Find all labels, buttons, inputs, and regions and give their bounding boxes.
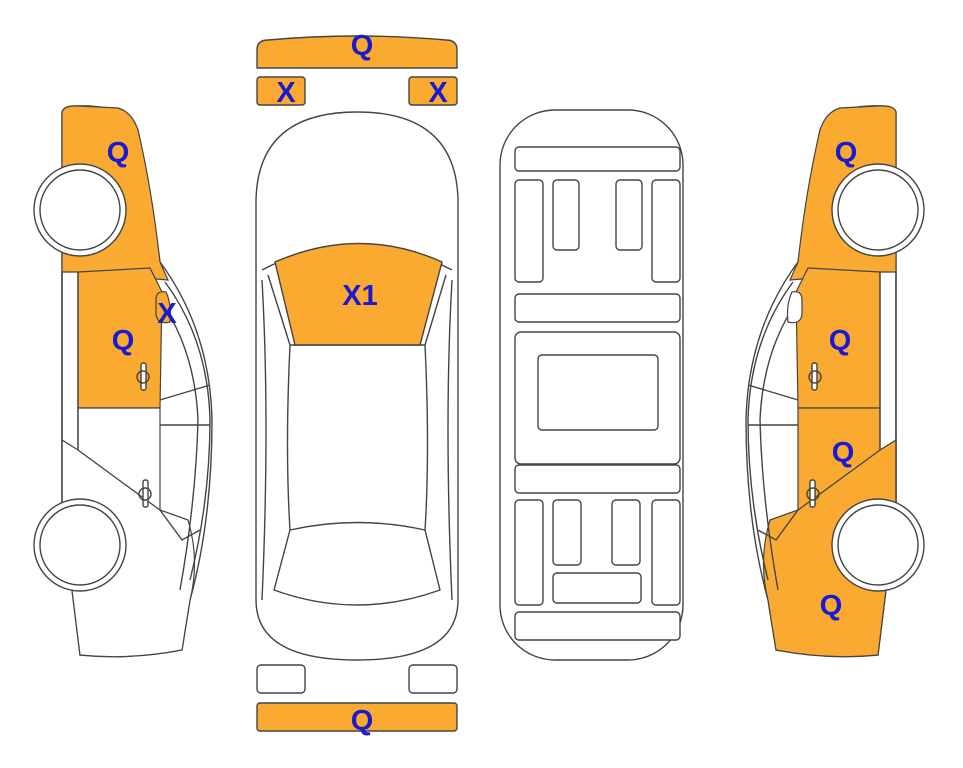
right-taillight[interactable]	[408, 664, 458, 694]
left-side-view	[33, 105, 213, 658]
right-side-view	[745, 105, 925, 658]
left-headlight-label: X	[276, 77, 296, 109]
rear-wheel	[831, 498, 925, 592]
front-wheel	[33, 163, 127, 257]
windshield-label: X1	[342, 280, 377, 312]
left-front-door-label: Q	[112, 325, 135, 357]
interior-view	[499, 109, 684, 661]
front-bumper-label: Q	[351, 30, 374, 62]
right-rear-quarter-label: Q	[820, 590, 843, 622]
top-view	[255, 111, 459, 661]
right-front-fender-label: Q	[835, 137, 858, 169]
mirror[interactable]	[786, 291, 803, 324]
left-mirror-label: X	[157, 298, 177, 330]
door-handle-icon	[136, 362, 150, 391]
rear-quarter-panel[interactable]	[61, 438, 196, 658]
right-front-door-label: Q	[829, 325, 852, 357]
door-handle-icon	[806, 479, 820, 508]
front-wheel	[831, 163, 925, 257]
left-taillight[interactable]	[256, 664, 306, 694]
door-handle-icon	[138, 479, 152, 508]
right-headlight-label: X	[428, 77, 448, 109]
rear-bumper[interactable]	[256, 702, 458, 732]
windshield[interactable]	[274, 242, 443, 346]
right-headlight[interactable]	[408, 76, 458, 106]
rear-quarter-panel[interactable]	[762, 438, 897, 658]
mirror[interactable]	[155, 291, 172, 324]
rear-bumper-label: Q	[351, 705, 374, 737]
left-front-fender-label: Q	[107, 137, 130, 169]
rear-wheel	[33, 498, 127, 592]
front-bumper[interactable]	[256, 35, 458, 69]
door-handle-icon	[808, 362, 822, 391]
right-rear-door-label: Q	[832, 437, 855, 469]
left-headlight[interactable]	[256, 76, 306, 106]
